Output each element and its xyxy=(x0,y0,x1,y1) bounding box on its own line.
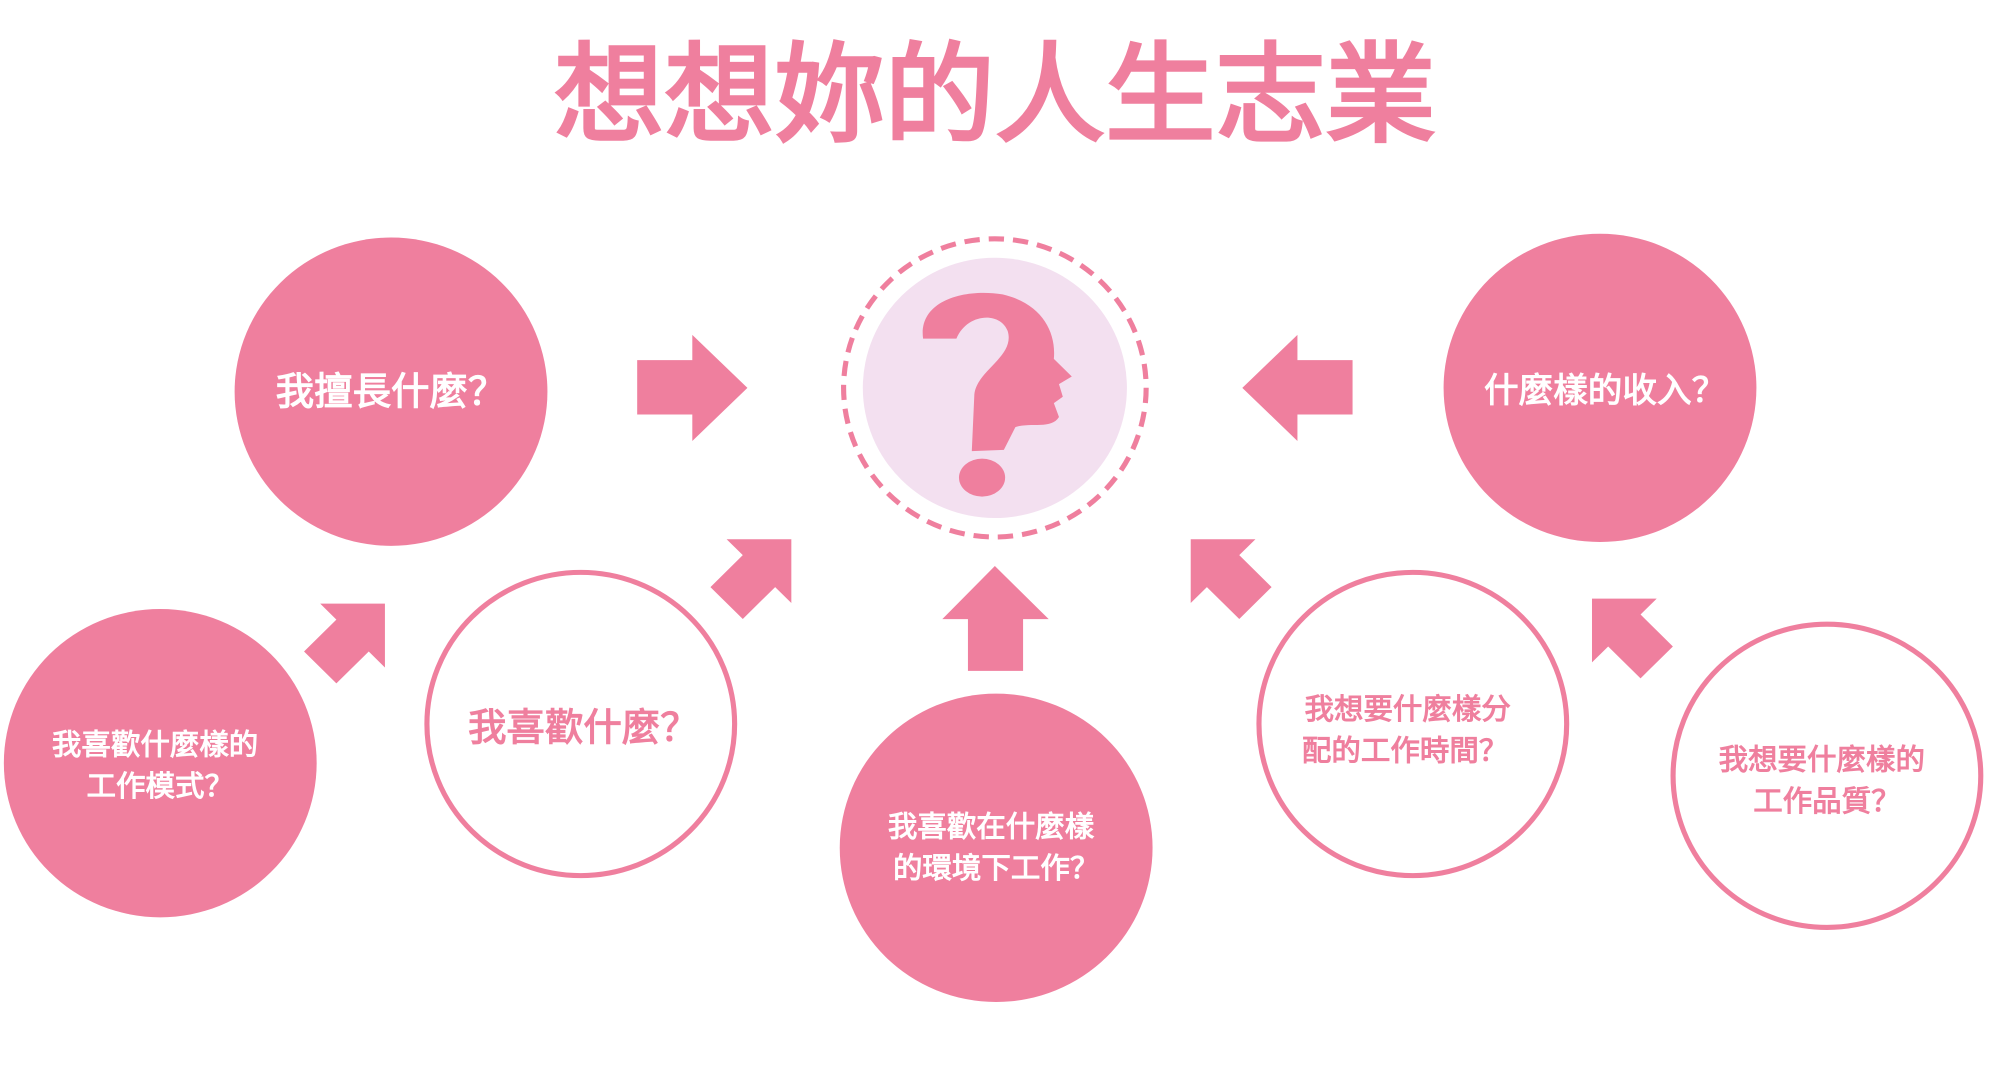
node-label: 我擅長什麼？ xyxy=(276,371,507,415)
svg-text:我喜歡什麼樣的 工作模式？: 我喜歡什麼樣的 工作模式？ xyxy=(52,728,269,803)
node-label: 什麼樣的收入？ xyxy=(1484,371,1726,411)
node-good-at: 我擅長什麼？ xyxy=(234,237,548,546)
node-work-mode: 我喜歡什麼樣的 工作模式？ xyxy=(3,609,317,918)
page-title: 想想妳的人生志業 xyxy=(554,31,1437,158)
center-dashed-ring xyxy=(841,236,1149,540)
arrow-right-icon xyxy=(637,334,748,441)
node-label-line: 工作品質？ xyxy=(1753,784,1900,818)
node-environment: 我喜歡在什麼樣 的環境下工作？ xyxy=(839,693,1153,1002)
svg-text:我想要什麼樣分 配的工作時間？: 我想要什麼樣分 配的工作時間？ xyxy=(1302,692,1521,767)
question-mark-head-icon xyxy=(922,292,1072,497)
arrow-left-icon xyxy=(1242,334,1353,441)
arrow-up-icon xyxy=(942,566,1049,671)
node-label: 我喜歡什麼？ xyxy=(468,707,699,751)
svg-text:什麼樣的收入？: 什麼樣的收入？ xyxy=(1484,371,1726,411)
node-label-line: 工作模式？ xyxy=(87,769,234,803)
arrow-up-right-icon xyxy=(304,603,385,684)
arrow-up-left-icon xyxy=(1591,598,1673,679)
node-income: 什麼樣的收入？ xyxy=(1443,233,1757,543)
center-node xyxy=(841,236,1149,540)
svg-text:我喜歡什麼？: 我喜歡什麼？ xyxy=(468,707,699,751)
node-label-line: 我喜歡在什麼樣 xyxy=(888,810,1095,844)
svg-text:我喜歡在什麼樣 的環境下工作？: 我喜歡在什麼樣 的環境下工作？ xyxy=(888,810,1105,885)
node-label-line: 配的工作時間？ xyxy=(1302,734,1508,768)
node-label-line: 我喜歡什麼樣的 xyxy=(52,728,258,762)
svg-text:我擅長什麼？: 我擅長什麼？ xyxy=(276,371,507,415)
svg-text:我想要什麼樣的 工作品質？: 我想要什麼樣的 工作品質？ xyxy=(1719,743,1936,818)
node-label-line: 的環境下工作？ xyxy=(893,851,1099,885)
node-label-line: 我想要什麼樣分 xyxy=(1305,692,1511,726)
arrow-up-right-icon xyxy=(710,539,792,619)
node-work-quality: 我想要什麼樣的 工作品質？ xyxy=(1670,621,1984,930)
node-work-time: 我想要什麼樣分 配的工作時間？ xyxy=(1256,569,1570,879)
node-label-line: 我想要什麼樣的 xyxy=(1719,743,1925,777)
arrow-up-left-icon xyxy=(1190,539,1272,619)
node-likes: 我喜歡什麼？ xyxy=(424,569,738,879)
